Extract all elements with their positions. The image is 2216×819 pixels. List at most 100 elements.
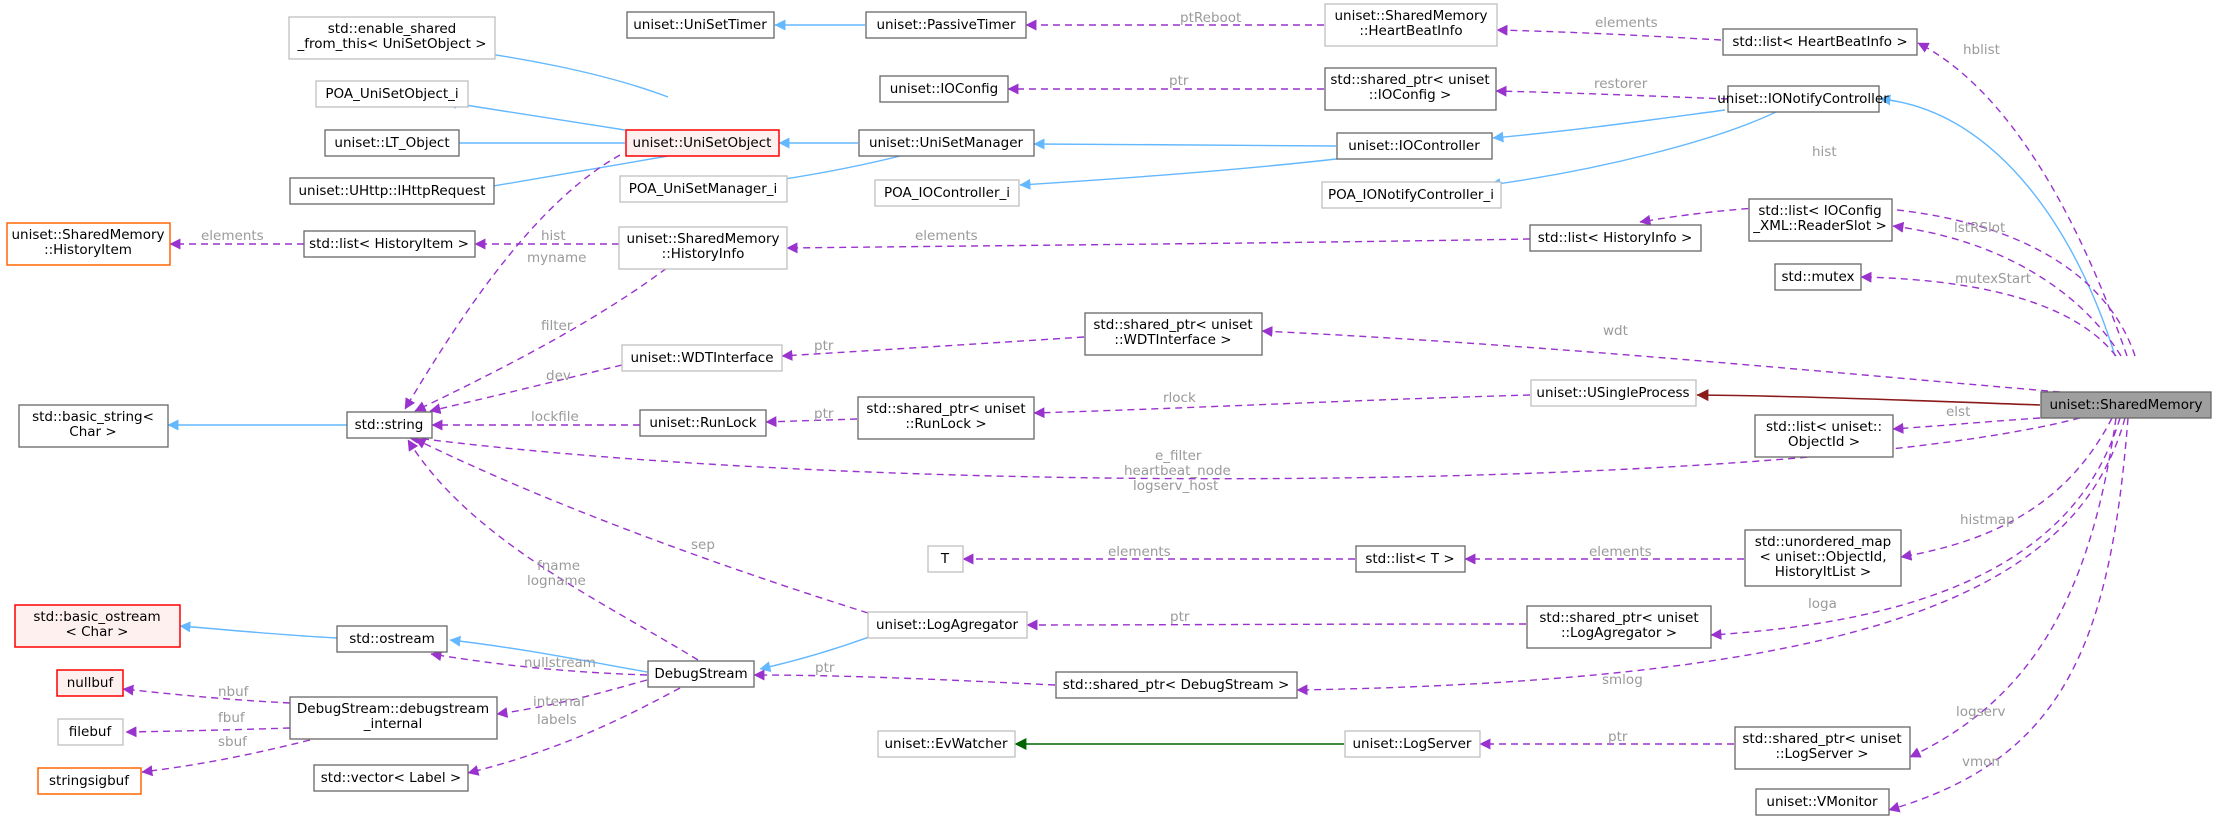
node-string[interactable]: std::string bbox=[346, 411, 433, 439]
node-logagregator[interactable]: uniset::LogAgregator bbox=[867, 611, 1028, 639]
svg-text:uniset::LT_Object: uniset::LT_Object bbox=[334, 135, 449, 151]
node-historyinfo[interactable]: uniset::SharedMemory::HistoryInfo bbox=[618, 226, 788, 270]
node-list-historyinfo[interactable]: std::list< HistoryInfo > bbox=[1529, 224, 1702, 252]
svg-text:std::shared_ptr< uniset::RunLo: std::shared_ptr< uniset::RunLock > bbox=[866, 401, 1025, 432]
edge-label-sbuf: sbuf bbox=[218, 734, 248, 750]
inherit-logagregator-debugstream bbox=[759, 632, 881, 673]
node-sharedptr-ioconfig[interactable]: std::shared_ptr< uniset::IOConfig > bbox=[1324, 67, 1497, 111]
node-filebuf[interactable]: filebuf bbox=[57, 718, 124, 746]
svg-text:stringsigbuf: stringsigbuf bbox=[49, 773, 130, 789]
svg-text:std::vector< Label >: std::vector< Label > bbox=[321, 770, 461, 786]
node-lt-object[interactable]: uniset::LT_Object bbox=[324, 129, 460, 157]
private-inherit-sharedmemory-usingleprocess bbox=[1696, 389, 2041, 406]
usage-myname bbox=[404, 154, 621, 410]
usage-nbuf bbox=[122, 684, 291, 704]
node-wdtinterface[interactable]: uniset::WDTInterface bbox=[621, 344, 783, 372]
node-enable-shared-from-this[interactable]: std::enable_shared_from_this< UniSetObje… bbox=[288, 16, 496, 60]
node-sharedmemory[interactable]: uniset::SharedMemory bbox=[2040, 391, 2212, 419]
edge-label-elements-hb: elements bbox=[1595, 15, 1658, 31]
svg-text:uniset::SharedMemory::HistoryI: uniset::SharedMemory::HistoryItem bbox=[11, 227, 164, 258]
node-mutex[interactable]: std::mutex bbox=[1774, 263, 1862, 291]
node-sharedptr-logagregator[interactable]: std::shared_ptr< uniset::LogAgregator > bbox=[1526, 605, 1712, 649]
node-runlock[interactable]: uniset::RunLock bbox=[639, 409, 767, 437]
edge-label-restorer: restorer bbox=[1594, 76, 1648, 92]
node-unordered-map[interactable]: std::unordered_map< uniset::ObjectId,His… bbox=[1744, 529, 1902, 587]
node-unisetmanager[interactable]: uniset::UniSetManager bbox=[858, 129, 1035, 157]
node-ihttprequest[interactable]: uniset::UHttp::IHttpRequest bbox=[289, 177, 495, 205]
svg-text:POA_IONotifyController_i: POA_IONotifyController_i bbox=[1328, 187, 1494, 203]
svg-text:uniset::RunLock: uniset::RunLock bbox=[649, 415, 756, 431]
node-historyitem[interactable]: uniset::SharedMemory::HistoryItem bbox=[6, 222, 171, 266]
usage-vmon bbox=[1888, 417, 2129, 813]
usage-sbuf bbox=[141, 739, 311, 777]
edge-label-lstrslot: lstRSlot bbox=[1954, 220, 2005, 236]
node-sharedptr-logserver[interactable]: std::shared_ptr< uniset::LogServer > bbox=[1734, 726, 1911, 770]
usage-restorer bbox=[1495, 85, 1729, 100]
usage-filter-multi bbox=[407, 417, 2081, 480]
edge-label-elst: elst bbox=[1946, 404, 1970, 420]
svg-text:uniset::UHttp::IHttpRequest: uniset::UHttp::IHttpRequest bbox=[298, 183, 485, 199]
node-ostream[interactable]: std::ostream bbox=[336, 625, 448, 653]
node-list-historyitem[interactable]: std::list< HistoryItem > bbox=[303, 230, 476, 258]
svg-text:std::basic_ostream< Char >: std::basic_ostream< Char > bbox=[33, 609, 160, 640]
node-poa-unisetmanager[interactable]: POA_UniSetManager_i bbox=[619, 175, 788, 203]
edge-label-histmap: histmap bbox=[1960, 512, 2015, 528]
node-ionotifycontroller[interactable]: uniset::IONotifyController bbox=[1717, 85, 1889, 113]
usage-ptr-wdt bbox=[781, 336, 1085, 361]
usage-hblist bbox=[1917, 42, 2128, 357]
node-passivetimer[interactable]: uniset::PassiveTimer bbox=[865, 11, 1027, 39]
node-basic-string[interactable]: std::basic_string<Char > bbox=[18, 404, 169, 448]
node-nullbuf[interactable]: nullbuf bbox=[56, 669, 124, 697]
edge-label-wdt: wdt bbox=[1603, 323, 1628, 339]
node-list-heartbeatinfo[interactable]: std::list< HeartBeatInfo > bbox=[1722, 28, 1918, 56]
edge-label-ptr-debugstream: ptr bbox=[815, 660, 835, 676]
edge-label-logserv: logserv bbox=[1956, 704, 2005, 720]
svg-text:uniset::SharedMemory: uniset::SharedMemory bbox=[2049, 397, 2202, 413]
svg-text:std::shared_ptr< uniset::LogSe: std::shared_ptr< uniset::LogServer > bbox=[1742, 731, 1901, 762]
node-sharedptr-debugstream[interactable]: std::shared_ptr< DebugStream > bbox=[1055, 671, 1298, 699]
edge-label-dev: dev bbox=[546, 368, 571, 384]
node-stringsigbuf[interactable]: stringsigbuf bbox=[37, 767, 142, 795]
node-unisetobject[interactable]: uniset::UniSetObject bbox=[625, 129, 780, 157]
inherit-iocontroller-unisetmanager bbox=[1033, 138, 1337, 150]
node-vector-label[interactable]: std::vector< Label > bbox=[313, 764, 469, 792]
svg-text:uniset::UniSetObject: uniset::UniSetObject bbox=[633, 135, 772, 151]
node-t[interactable]: T bbox=[927, 545, 964, 573]
edge-label-labels: labels bbox=[537, 712, 577, 728]
inherit-ionotify-poa bbox=[1489, 109, 1781, 190]
node-sharedptr-runlock[interactable]: std::shared_ptr< uniset::RunLock > bbox=[857, 396, 1035, 440]
usage-smlog bbox=[1296, 417, 2126, 696]
node-basic-ostream[interactable]: std::basic_ostream< Char > bbox=[14, 604, 181, 648]
edge-label-fbuf: fbuf bbox=[218, 710, 246, 726]
edge-label-smlog: smlog bbox=[1602, 672, 1643, 688]
svg-text:std::shared_ptr< uniset::LogAg: std::shared_ptr< uniset::LogAgregator > bbox=[1539, 610, 1698, 641]
usage-lstrslot bbox=[1892, 221, 2122, 357]
node-poa-ionotifycontroller[interactable]: POA_IONotifyController_i bbox=[1321, 181, 1502, 209]
edge-label-ptr-ioconfig: ptr bbox=[1169, 73, 1189, 89]
svg-text:uniset::IONotifyController: uniset::IONotifyController bbox=[1717, 91, 1889, 107]
node-debugstream[interactable]: DebugStream bbox=[647, 660, 755, 688]
edge-label-nbuf: nbuf bbox=[218, 684, 250, 700]
node-poa-iocontroller[interactable]: POA_IOController_i bbox=[874, 179, 1020, 207]
node-heartbeatinfo[interactable]: uniset::SharedMemory::HeartBeatInfo bbox=[1324, 3, 1498, 47]
edge-label-elements-listt: elements bbox=[1589, 544, 1652, 560]
usage-labels bbox=[467, 687, 681, 776]
node-unisettimer[interactable]: uniset::UniSetTimer bbox=[626, 11, 775, 39]
node-ioconfig[interactable]: uniset::IOConfig bbox=[879, 75, 1009, 103]
node-list-objectid[interactable]: std::list< uniset::ObjectId > bbox=[1754, 414, 1894, 458]
svg-text:std::list< HistoryItem >: std::list< HistoryItem > bbox=[309, 236, 469, 252]
usage-hist bbox=[1639, 205, 2136, 357]
node-list-readerslot[interactable]: std::list< IOConfig_XML::ReaderSlot > bbox=[1748, 198, 1893, 242]
node-usingleprocess[interactable]: uniset::USingleProcess bbox=[1530, 379, 1697, 407]
edge-label-ptreboot: ptReboot bbox=[1180, 10, 1241, 26]
node-list-t[interactable]: std::list< T > bbox=[1355, 545, 1466, 573]
node-iocontroller[interactable]: uniset::IOController bbox=[1336, 132, 1493, 160]
edge-label-hblist: hblist bbox=[1963, 42, 2000, 58]
svg-text:uniset::LogServer: uniset::LogServer bbox=[1353, 736, 1472, 752]
node-logserver[interactable]: uniset::LogServer bbox=[1344, 730, 1481, 758]
node-vmonitor[interactable]: uniset::VMonitor bbox=[1755, 788, 1890, 816]
node-debugstream-internal[interactable]: DebugStream::debugstream_internal bbox=[289, 696, 498, 740]
node-poa-unisetobject[interactable]: POA_UniSetObject_i bbox=[315, 80, 469, 108]
node-sharedptr-wdtinterface[interactable]: std::shared_ptr< uniset::WDTInterface > bbox=[1084, 312, 1263, 356]
node-evwatcher[interactable]: uniset::EvWatcher bbox=[877, 730, 1016, 758]
